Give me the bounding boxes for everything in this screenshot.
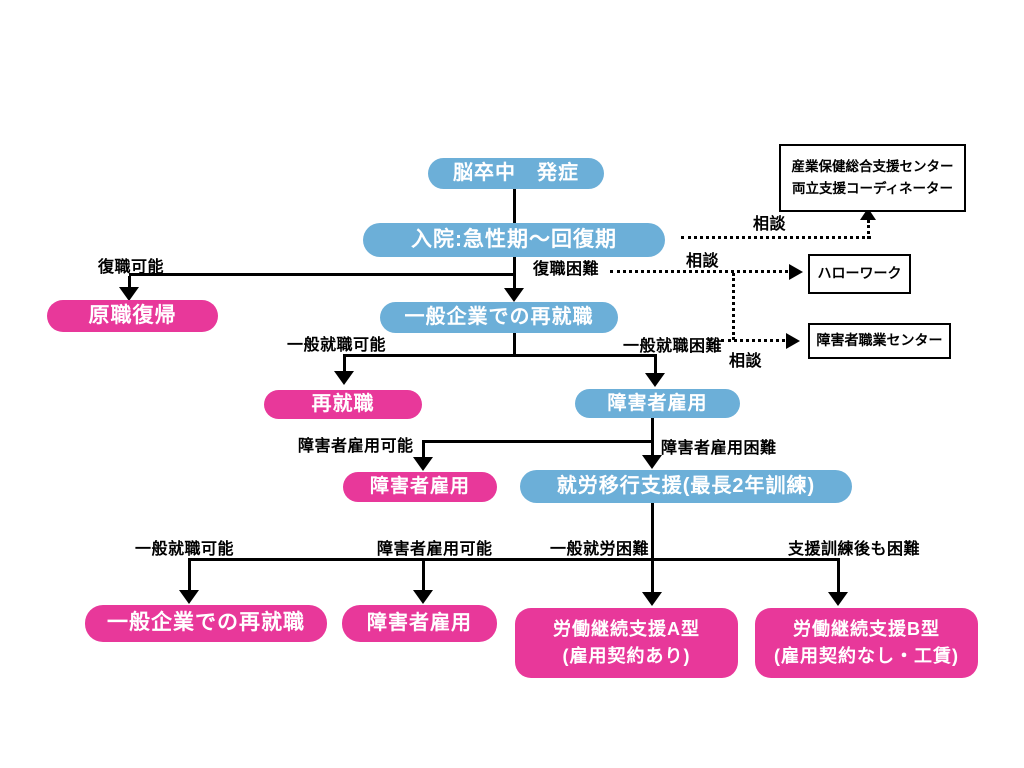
label-return-possible: 復職可能 [98, 259, 165, 276]
node-final-disability-employment: 障害者雇用 [342, 605, 497, 642]
connector-reemploy-down [513, 333, 516, 356]
connector-return-branch [129, 273, 516, 276]
node-support-type-a: 労働継続支援A型 (雇用契約あり) [515, 608, 738, 678]
dotted-consult-shokugyo [721, 339, 785, 342]
connector-final-drop2 [422, 558, 425, 591]
dotted-consult-hellowork [610, 270, 788, 273]
arrow-down-icon [828, 592, 848, 606]
connector-stroke-to-hospital [513, 189, 516, 223]
node-reemployment: 再就職 [264, 390, 422, 419]
connector-transition-down [651, 503, 654, 560]
arrow-down-icon [413, 590, 433, 604]
node-final-general-reemployment: 一般企業での再就職 [85, 605, 327, 642]
node-final-disability-employment-label: 障害者雇用 [367, 612, 472, 634]
connector-reemploy-left-drop [343, 354, 346, 372]
node-stroke-onset: 脳卒中 発症 [428, 158, 604, 189]
node-support-type-b: 労働継続支援B型 (雇用契約なし・工賃) [755, 608, 978, 678]
connector-final-drop1 [188, 558, 191, 591]
node-final-general-reemployment-label: 一般企業での再就職 [107, 611, 305, 635]
arrow-down-icon [642, 455, 662, 469]
arrow-down-icon [642, 592, 662, 606]
node-general-reemployment: 一般企業での再就職 [380, 302, 618, 333]
dotted-consult-sanpo [681, 236, 871, 239]
connector-disability-left-drop [422, 440, 425, 458]
arrow-down-icon [179, 590, 199, 604]
node-shokugyo-center-label: 障害者職業センター [816, 332, 943, 349]
node-original-job-return-label: 原職復帰 [88, 303, 177, 327]
node-disability-employment-mid-label: 障害者雇用 [607, 392, 708, 414]
node-general-reemployment-label: 一般企業での再就職 [404, 306, 594, 328]
node-hospitalization-label: 入院:急性期〜回復期 [411, 227, 617, 251]
connector-disability-right-drop [651, 440, 654, 456]
node-stroke-onset-label: 脳卒中 発症 [453, 162, 579, 184]
node-sanpo-center: 産業保健総合支援センター 両立支援コーディネーター [779, 144, 966, 212]
node-transition-support: 就労移行支援(最長2年訓練) [520, 470, 852, 503]
arrow-down-icon [645, 373, 665, 387]
connector-disability-down [651, 417, 654, 442]
connector-reemploy-branch [344, 354, 657, 357]
dotted-consult-vertical [732, 273, 735, 340]
node-disability-employment-result: 障害者雇用 [343, 472, 497, 502]
arrow-right-icon [786, 333, 800, 349]
label-disability-employment-possible: 障害者雇用可能 [298, 438, 414, 455]
arrow-down-icon [334, 371, 354, 385]
node-disability-employment-result-label: 障害者雇用 [369, 476, 470, 498]
node-hospitalization: 入院:急性期〜回復期 [363, 223, 665, 257]
node-support-type-b-line2: (雇用契約なし・工賃) [774, 646, 959, 666]
arrow-down-icon [119, 287, 139, 301]
connector-reemploy-right-drop [654, 354, 657, 374]
node-reemployment-label: 再就職 [311, 393, 375, 415]
label-consult-hellowork: 相談 [686, 253, 720, 270]
label-consult-sanpo: 相談 [753, 216, 787, 233]
label-final-general-employment-possible: 一般就職可能 [135, 541, 235, 558]
label-final-disability-employment-possible: 障害者雇用可能 [377, 541, 493, 558]
label-general-employment-possible: 一般就職可能 [287, 337, 387, 354]
connector-final-drop3 [651, 558, 654, 593]
connector-disability-branch [422, 440, 654, 443]
node-support-type-b-line1: 労働継続支援B型 [793, 619, 940, 639]
label-consult-shokugyo: 相談 [729, 353, 763, 370]
arrow-right-icon [789, 264, 803, 280]
connector-final-branch [189, 558, 839, 561]
label-general-employment-difficult: 一般就職困難 [623, 338, 723, 355]
node-sanpo-center-line2: 両立支援コーディネーター [791, 181, 954, 196]
arrow-down-icon [413, 457, 433, 471]
node-hellowork: ハローワーク [808, 254, 911, 294]
node-support-type-a-line2: (雇用契約あり) [562, 646, 691, 666]
dotted-consult-sanpo-up [867, 220, 870, 239]
label-difficult-after-training: 支援訓練後も困難 [788, 541, 921, 558]
node-transition-support-label: 就労移行支援(最長2年訓練) [556, 475, 816, 497]
node-original-job-return: 原職復帰 [47, 300, 218, 332]
node-support-type-a-line1: 労働継続支援A型 [553, 619, 700, 639]
arrow-down-icon [504, 288, 524, 302]
node-hellowork-label: ハローワーク [817, 265, 902, 282]
node-shokugyo-center: 障害者職業センター [808, 323, 951, 359]
connector-final-drop4 [837, 558, 840, 593]
label-return-difficult: 復職困難 [533, 261, 600, 278]
label-final-general-work-difficult: 一般就労困難 [550, 541, 650, 558]
label-disability-employment-difficult: 障害者雇用困難 [661, 440, 777, 457]
connector-return-drop [128, 276, 131, 288]
node-disability-employment-mid: 障害者雇用 [575, 389, 740, 418]
node-sanpo-center-line1: 産業保健総合支援センター [791, 159, 954, 175]
